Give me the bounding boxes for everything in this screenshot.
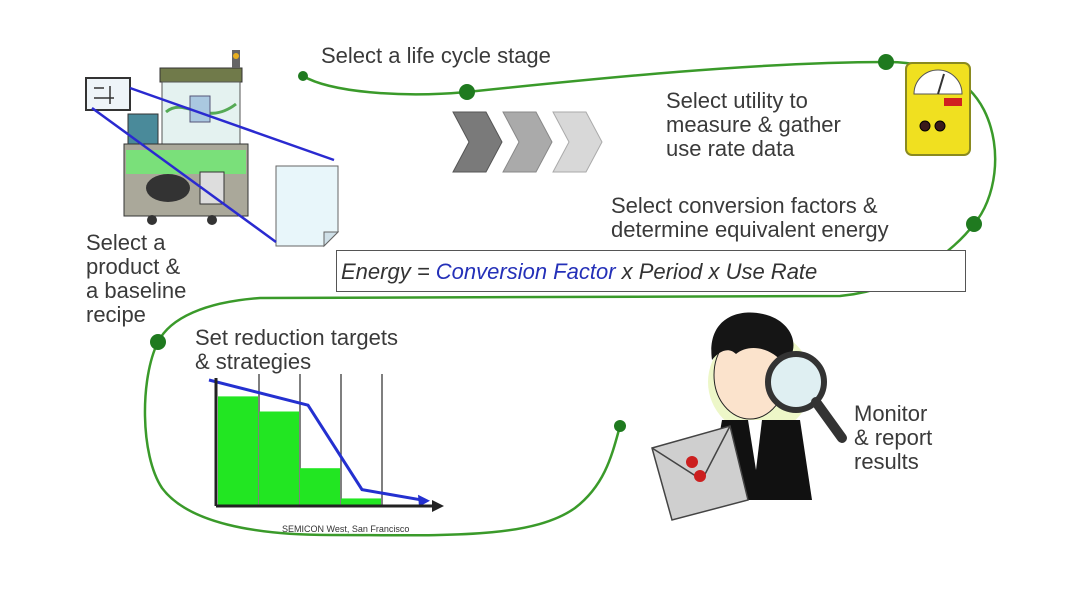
process-tool-icon [85,50,249,225]
step-monitor-line-1: Monitor [854,401,928,426]
step-utility-line-1: Select utility to [666,88,808,113]
step-product-label: Select a product & a baseline recipe [86,231,186,327]
chart-bar [341,498,381,506]
formula-prefix: Energy = [341,259,436,284]
step-product-line-4: recipe [86,302,146,327]
chart-bars [218,396,381,506]
energy-formula-box: Energy = Conversion Factor x Period x Us… [336,250,966,292]
chevron-light-icon [552,111,603,173]
step-life-cycle-label: Select a life cycle stage [321,44,551,68]
inspector-figure-icon [651,312,847,521]
zoom-callout-lines [91,86,335,244]
chart-x-axis-arrowhead [432,500,444,512]
chart-trend-line [208,378,421,502]
step-life-cycle-text: Select a life cycle stage [321,43,551,68]
path-nodes [150,54,982,432]
path-node [150,334,166,350]
event-caption: SEMICON West, San Francisco [282,524,410,534]
step-product-line-3: a baseline [86,278,187,303]
stage-chevrons [452,111,603,173]
step-targets-line-2: & strategies [195,349,312,374]
path-node [614,420,626,432]
step-utility-line-3: use rate data [666,136,795,161]
chevron-medium-icon [502,111,553,173]
formula-suffix: x Period x Use Rate [615,259,818,284]
step-conversion-label: Select conversion factors & determine eq… [611,194,889,242]
chevron-dark-icon [452,111,503,173]
path-node [966,216,982,232]
chart-trend-arrowhead [418,494,430,507]
step-product-line-2: product & [86,254,181,279]
step-targets-line-1: Set reduction targets [195,325,399,350]
step-utility-line-2: measure & gather [666,112,841,137]
step-monitor-line-3: results [854,449,919,474]
path-node [878,54,894,70]
step-targets-label: Set reduction targets & strategies [195,326,398,374]
step-conversion-line-2: determine equivalent energy [611,217,889,242]
utility-meter-icon [905,62,971,156]
reduction-chart [208,374,444,512]
formula-conversion-factor: Conversion Factor [435,259,616,284]
step-conversion-line-1: Select conversion factors & [611,193,878,218]
path-node [298,71,308,81]
path-node [459,84,475,100]
step-product-line-1: Select a [86,230,166,255]
step-monitor-label: Monitor & report results [854,402,932,474]
step-utility-label: Select utility to measure & gather use r… [666,89,841,161]
chart-bar [218,396,258,506]
chart-bar [300,468,340,506]
recipe-document-icon [275,165,340,248]
step-monitor-line-2: & report [854,425,933,450]
chart-bar [259,411,299,506]
